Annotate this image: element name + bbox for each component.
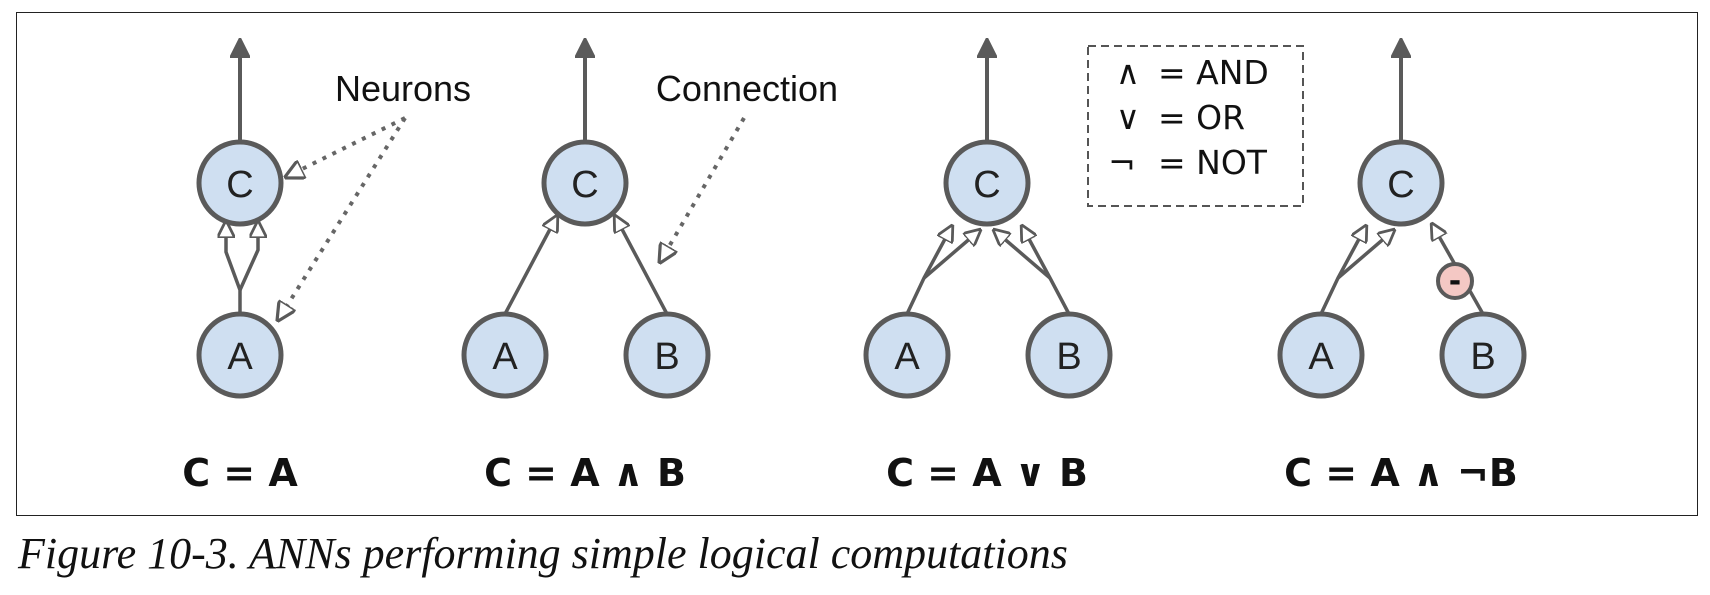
figure-frame <box>16 12 1698 516</box>
neuron-a-label: A <box>227 336 253 378</box>
and-meaning: = AND <box>1158 53 1269 92</box>
neuron-a-label: A <box>894 336 920 378</box>
neuron-c <box>196 139 284 227</box>
inhibit-marker-label: - <box>1449 264 1461 299</box>
not-meaning: = NOT <box>1158 143 1268 182</box>
connection <box>994 230 1052 280</box>
neuron-c-label: C <box>973 164 1000 206</box>
neuron-c <box>541 139 629 227</box>
neuron-c-label: C <box>1387 164 1414 206</box>
neuron-a <box>196 311 284 399</box>
network-or: C A B C = A ∨ B <box>863 40 1113 495</box>
connection <box>503 216 557 315</box>
connection <box>226 222 242 318</box>
neuron-b-label: B <box>654 336 679 378</box>
ann-logic-diagram: C A C = A Neurons C A B C = A ∧ B Connec… <box>182 0 1527 495</box>
connection <box>905 226 952 315</box>
legend-border <box>1087 45 1304 207</box>
or-meaning: = OR <box>1158 98 1245 137</box>
formula-identity: C = A <box>182 451 298 495</box>
neurons-label: Neurons <box>335 68 471 109</box>
not-symbol: ¬ <box>1108 143 1136 182</box>
neuron-c <box>1357 139 1445 227</box>
pointer-line <box>286 116 406 177</box>
neuron-b <box>1439 311 1527 399</box>
formula-or: C = A ∨ B <box>886 451 1088 495</box>
neuron-a <box>1277 311 1365 399</box>
inhibit-marker <box>1436 262 1474 300</box>
and-symbol: ∧ <box>1116 53 1140 92</box>
connection <box>1022 226 1071 315</box>
neuron-a <box>461 311 549 399</box>
neuron-b-label: B <box>1056 336 1081 378</box>
connection-label: Connection <box>656 68 838 109</box>
neuron-b <box>623 311 711 399</box>
connection <box>238 222 258 291</box>
formula-and-not: C = A ∧ ¬B <box>1284 451 1518 495</box>
connection <box>615 216 669 315</box>
neuron-a-label: A <box>1308 336 1334 378</box>
neurons-annotation: Neurons <box>278 68 471 320</box>
or-symbol: ∨ <box>1116 98 1140 137</box>
neuron-b <box>1025 311 1113 399</box>
connection <box>1319 226 1366 315</box>
neuron-a-label: A <box>492 336 518 378</box>
network-identity: C A C = A <box>182 40 298 495</box>
pointer-line <box>660 116 746 262</box>
neuron-c <box>943 139 1031 227</box>
neuron-c-label: C <box>571 164 598 206</box>
connection <box>1336 230 1394 280</box>
neuron-b-label: B <box>1470 336 1495 378</box>
network-and: C A B C = A ∧ B <box>461 40 711 495</box>
neuron-c-label: C <box>226 164 253 206</box>
neuron-a <box>863 311 951 399</box>
connection-annotation: Connection <box>656 68 838 262</box>
pointer-line <box>278 116 407 320</box>
figure-caption: Figure 10-3. ANNs performing simple logi… <box>18 529 1068 578</box>
connection <box>922 230 980 280</box>
formula-and: C = A ∧ B <box>484 451 686 495</box>
legend-box: ∧ = AND ∨ = OR ¬ = NOT <box>1087 45 1304 207</box>
network-and-not: - C A B C = A ∧ ¬B <box>1277 40 1527 495</box>
